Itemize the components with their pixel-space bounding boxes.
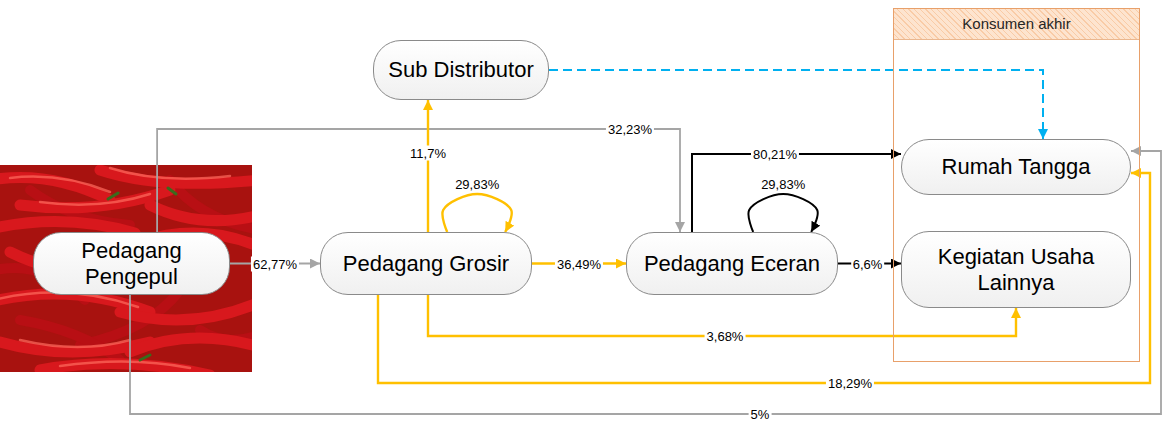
flow-arrow xyxy=(549,70,1043,139)
process-node: Pedagang Grosir xyxy=(320,232,532,295)
flow-share: 32,23% xyxy=(606,122,654,137)
band-heading: Konsumen akhir xyxy=(894,9,1139,40)
flow-share: 11,7% xyxy=(408,145,448,160)
flow-share: 62,77% xyxy=(251,256,299,271)
flow-arrow xyxy=(442,194,511,232)
node-label: Pedagang Grosir xyxy=(343,251,509,276)
process-node: Sub Distributor xyxy=(373,40,549,100)
node-label: Kegiatan Usaha Lainnya xyxy=(914,244,1118,295)
flow-arrow xyxy=(748,194,817,232)
group-band: Konsumen akhirRumah TanggaKegiatan Usaha… xyxy=(893,8,1140,362)
chili-shadow xyxy=(0,180,252,360)
node-label: Sub Distributor xyxy=(388,57,534,82)
flow-share: 3,68% xyxy=(705,329,746,344)
flow-share: 18,29% xyxy=(826,376,874,391)
flow-arrow xyxy=(692,154,901,232)
chili-pods xyxy=(0,170,252,372)
chili-highlight xyxy=(0,168,230,368)
node-label: Rumah Tangga xyxy=(942,154,1091,179)
flow-share: 29,83% xyxy=(759,177,807,192)
chili-photo xyxy=(0,165,252,372)
flow-arrow xyxy=(427,100,429,232)
process-node: Rumah Tangga xyxy=(901,139,1131,195)
process-node: Pedagang Pengepul xyxy=(33,232,230,295)
flow-share: 5% xyxy=(749,407,772,422)
flow-share: 80,21% xyxy=(751,147,799,162)
process-node: Pedagang Eceran xyxy=(626,232,838,295)
flow-share: 36,49% xyxy=(555,256,603,271)
flow-share: 6,6% xyxy=(851,256,885,271)
node-label: Pedagang Pengepul xyxy=(46,238,217,289)
flow-share: 29,83% xyxy=(453,177,501,192)
process-node: Kegiatan Usaha Lainnya xyxy=(901,231,1131,308)
node-label: Pedagang Eceran xyxy=(644,251,820,276)
flow-arrow xyxy=(157,129,680,232)
